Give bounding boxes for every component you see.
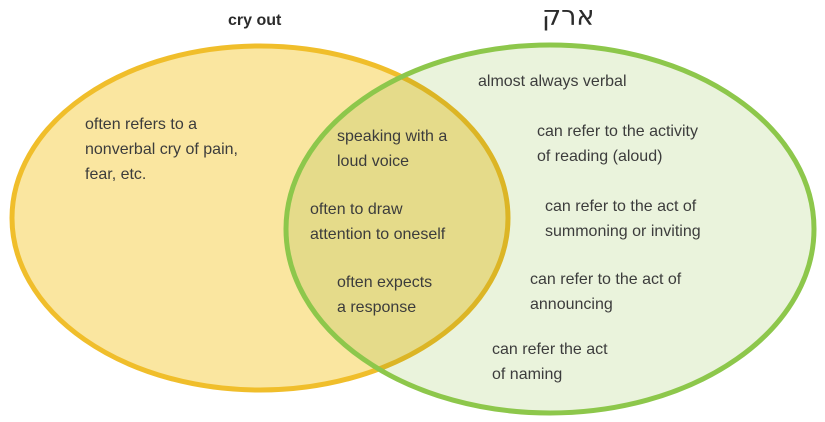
right-note-summoning: can refer to the act of summoning or inv… — [545, 198, 701, 240]
right-set-ellipse-outline — [283, 42, 817, 416]
right-note-naming: can refer the act of naming — [492, 341, 608, 383]
right-note-verbal: almost always verbal — [478, 73, 627, 90]
right-note-announcing: can refer to the act of announcing — [530, 271, 682, 313]
left-set-title: cry out — [228, 12, 282, 29]
right-set-ellipse-fill — [286, 45, 814, 413]
right-set-title: קרא — [542, 1, 595, 32]
overlap-note-response: often expects a response — [337, 274, 433, 316]
right-note-reading: can refer to the activity of reading (al… — [537, 123, 698, 165]
overlap-note-attention: often to draw attention to oneself — [310, 201, 446, 243]
left-note: often refers to a nonverbal cry of pain,… — [85, 116, 238, 183]
overlap-note-loud-voice: speaking with a loud voice — [337, 128, 448, 170]
